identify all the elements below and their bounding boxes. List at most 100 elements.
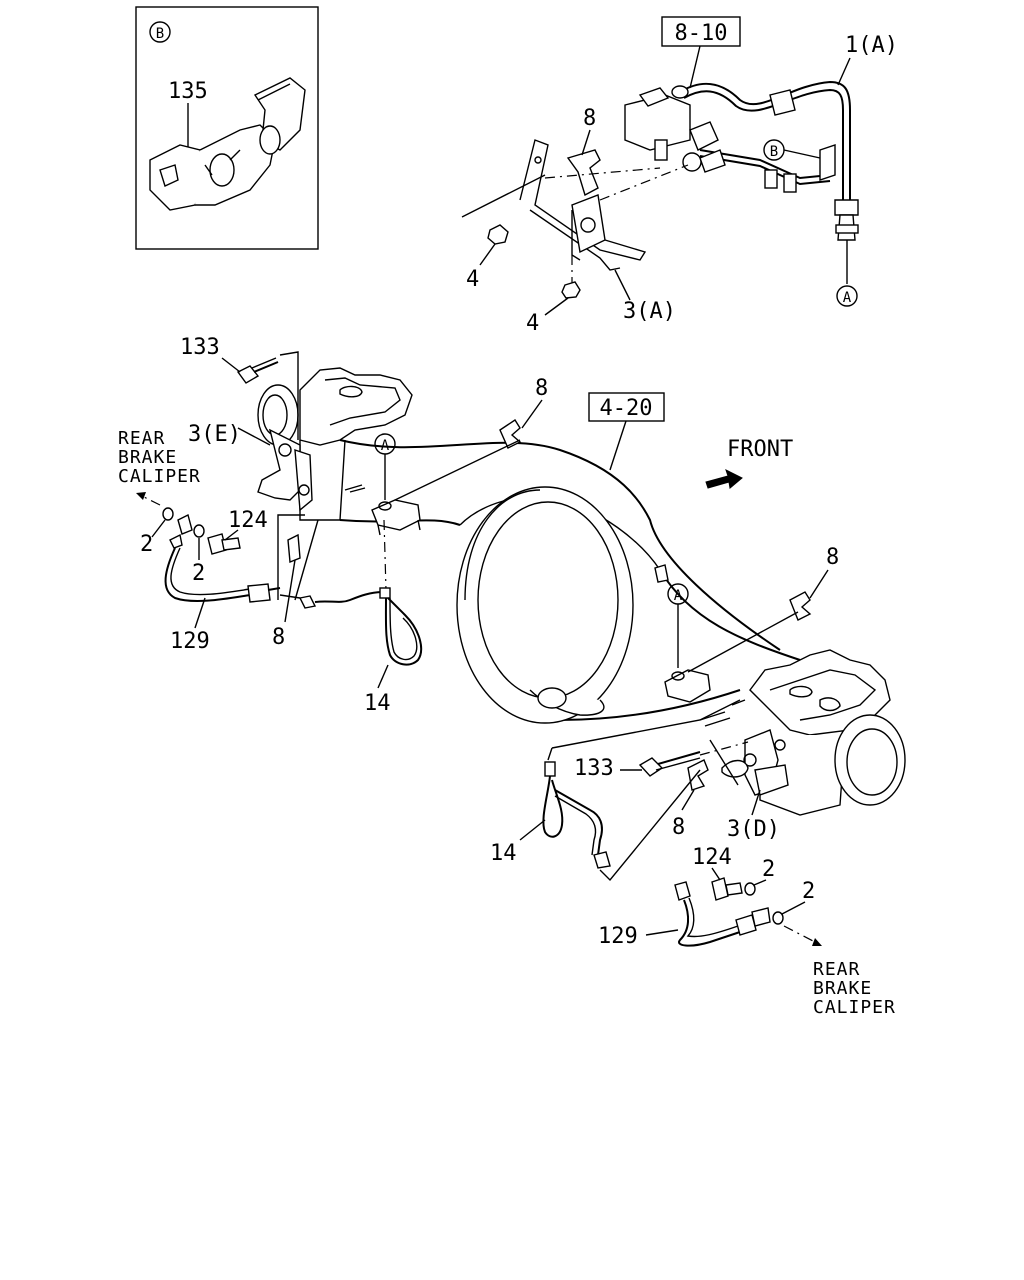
leader-8-right (809, 569, 829, 599)
rear-right-line-3: CALIPER (813, 997, 896, 1018)
front-direction-arrow-icon (705, 469, 743, 489)
brake-hose-129-bottom (674, 881, 771, 947)
part-label-129-left: 129 (170, 629, 210, 654)
centerline-left-mount (383, 519, 387, 591)
pipe-line-right-mount (687, 611, 799, 673)
leader-8-mid (521, 399, 543, 429)
part-label-8-bottom: 8 (672, 815, 685, 840)
circle-a-top-letter: A (843, 290, 852, 306)
bolt-marks-left (344, 484, 366, 493)
circle-a-left-callout: A (374, 433, 396, 500)
nut-4-a (487, 224, 509, 245)
pipe-mount-left (371, 499, 421, 536)
caliper-direction-arrow-bottom-icon (783, 925, 822, 946)
centerline-top-a (599, 164, 689, 201)
part-label-133-top: 133 (180, 335, 220, 360)
rear-caliper-note-right: REAR BRAKE CALIPER (813, 959, 896, 1018)
part-label-8-right: 8 (826, 545, 839, 570)
rear-left-line-1: REAR (118, 428, 165, 449)
rear-right-line-2: BRAKE (813, 978, 872, 999)
part-label-124-bottom: 124 (692, 845, 732, 870)
front-direction-label: FRONT (727, 437, 793, 462)
part-label-2-bottom-a: 2 (762, 857, 775, 882)
washer-2-left-b (193, 524, 205, 538)
part-label-3d: 3(D) (727, 817, 780, 842)
rear-axle-housing (257, 367, 906, 816)
part-label-4-b: 4 (526, 311, 539, 336)
leader-8-top (581, 129, 591, 156)
leader-8-left (284, 559, 296, 623)
part-label-129-bottom: 129 (598, 924, 638, 949)
leader-4-a (479, 243, 496, 266)
clip-8-axle-mid (499, 419, 522, 449)
leader-8-10 (689, 45, 701, 89)
circle-a-right-letter: A (674, 588, 683, 604)
brake-pipe-1a (679, 80, 859, 241)
bolt-marks-right (699, 699, 746, 727)
reference-4-20[interactable]: 4-20 (588, 392, 665, 422)
brake-pipe-14-bottom (542, 761, 611, 869)
part-label-124-left: 124 (228, 508, 268, 533)
washer-2-bottom-a (744, 882, 756, 896)
circle-a-left-letter: A (381, 438, 390, 454)
part-label-8-mid: 8 (535, 376, 548, 401)
leader-3d (751, 789, 761, 816)
union-bolt-124-left (207, 533, 241, 555)
bracket-3d-boss (721, 759, 749, 778)
part-label-2-bottom-b: 2 (802, 879, 815, 904)
rear-left-line-2: BRAKE (118, 447, 177, 468)
inset-frame (135, 6, 319, 250)
reference-8-10-label: 8-10 (675, 21, 728, 46)
nut-4-b (561, 281, 581, 299)
leader-2-bottom-a (753, 879, 767, 886)
reference-8-10[interactable]: 8-10 (661, 16, 741, 47)
inset-b-marker (149, 21, 171, 43)
centerline-top-b (544, 167, 661, 179)
part-label-8-left: 8 (272, 625, 285, 650)
leader-bottom-bracket (709, 739, 739, 786)
leader-1a (837, 57, 851, 86)
bolt-133-bottom (638, 751, 701, 777)
inset-b-letter: B (156, 26, 164, 42)
part-label-14-bottom: 14 (490, 841, 517, 866)
leader-14-left (377, 664, 389, 689)
part-label-135: 135 (168, 79, 208, 104)
junction-block (624, 85, 726, 173)
part-label-2-left-a: 2 (140, 532, 153, 557)
washer-2-left-a (162, 507, 174, 521)
brake-pipe-14-left (298, 587, 423, 666)
leader-124-bottom (711, 867, 721, 881)
pipe-mount-right (664, 669, 711, 703)
circle-b-callout: B (763, 139, 821, 161)
leader-4-20 (609, 420, 627, 471)
leader-bracket-3e-down (294, 519, 319, 601)
connector-left-hose (279, 594, 301, 599)
leader-14-bottom (519, 819, 546, 841)
brake-hose-129-left (164, 513, 281, 603)
leader-129-bottom (645, 929, 679, 936)
part-label-4-a: 4 (466, 267, 479, 292)
leader-2-left-a (151, 519, 166, 538)
rear-caliper-note-left: REAR BRAKE CALIPER (118, 428, 201, 487)
union-bolt-124-bottom (711, 877, 743, 901)
part-label-3a: 3(A) (623, 299, 676, 324)
circle-b-letter: B (770, 144, 778, 160)
leader-bracket-left (461, 174, 546, 218)
leader-129-left (194, 597, 206, 629)
circle-a-top-callout: A (836, 240, 858, 307)
leader-4-b (544, 297, 569, 316)
clip-8-bottom (687, 759, 709, 791)
leader-bottom-pipe (599, 769, 701, 882)
leader-8-left-bracket (277, 514, 305, 600)
rear-left-line-3: CALIPER (118, 466, 201, 487)
caliper-direction-arrow-icon (136, 492, 161, 506)
bolt-133-top (236, 357, 279, 384)
leader-124-left (224, 529, 239, 541)
inset-detail-b: B 135 (135, 6, 319, 250)
clip-8-left (287, 533, 301, 563)
washer-2-bottom-b (772, 911, 784, 925)
part-label-1a: 1(A) (845, 33, 898, 58)
leader-8-bottom (681, 789, 695, 811)
pipe-line-left-mount (394, 439, 521, 501)
part-label-8-top: 8 (583, 106, 596, 131)
